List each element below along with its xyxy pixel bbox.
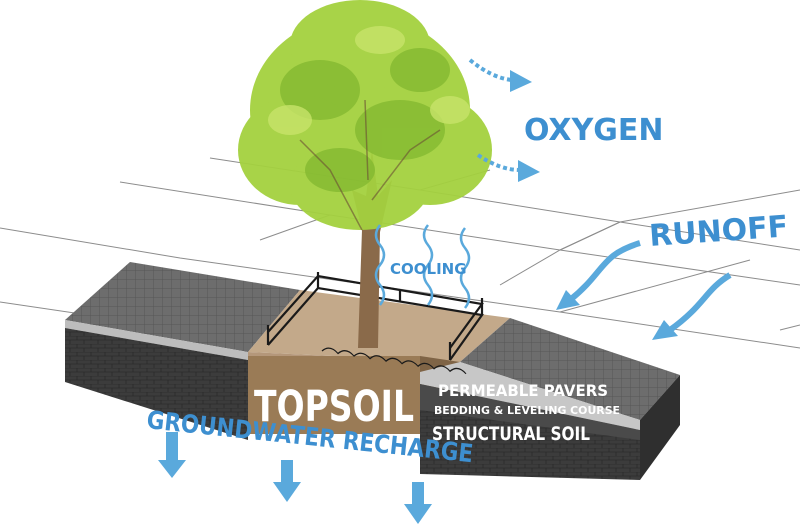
right-paver-block xyxy=(420,318,680,480)
topsoil-label: TOPSOIL xyxy=(254,382,414,432)
fence-icon xyxy=(266,272,484,375)
permeable-pavers-label: PERMEABLE PAVERS xyxy=(438,381,608,400)
cooling-wave-icon xyxy=(374,224,471,309)
tree-icon xyxy=(238,0,492,348)
bedding-course-label: BEDDING & LEVELING COURSE xyxy=(434,404,620,417)
runoff-arrow-icon xyxy=(556,240,732,340)
groundwater-arrow-icon xyxy=(158,432,432,524)
runoff-label: RUNOFF xyxy=(648,209,789,254)
structural-soil-label: STRUCTURAL SOIL xyxy=(432,423,590,445)
oxygen-label: OXYGEN xyxy=(524,113,664,148)
left-paver-block xyxy=(65,262,300,440)
cooling-label: COOLING xyxy=(390,260,467,278)
oxygen-arrow-icon xyxy=(468,58,540,182)
